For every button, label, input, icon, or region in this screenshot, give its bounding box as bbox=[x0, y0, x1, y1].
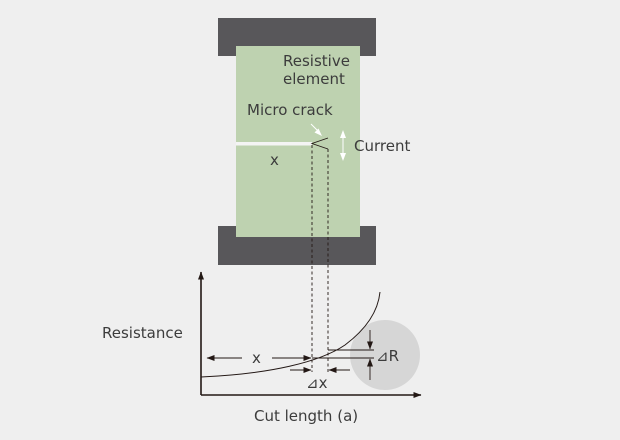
resistance-curve bbox=[200, 291, 381, 378]
delta-x-label: ⊿x bbox=[306, 374, 328, 392]
resistor-element-group: Resistive element Micro crack Current x bbox=[218, 18, 410, 372]
delta-r-label: ⊿R bbox=[376, 347, 399, 365]
x-axis-label: Cut length (a) bbox=[254, 407, 358, 425]
current-label: Current bbox=[354, 137, 410, 155]
micro-crack-label: Micro crack bbox=[247, 101, 333, 119]
cut-line bbox=[236, 142, 312, 146]
resistive-element-label-line2: element bbox=[283, 70, 345, 88]
resistive-element-label-line1: Resistive bbox=[283, 52, 350, 70]
delta-r-highlight-circle bbox=[350, 320, 420, 390]
resistive-element bbox=[236, 46, 360, 237]
current-arrow bbox=[340, 130, 346, 161]
x-span-label: x bbox=[252, 349, 261, 367]
resistance-graph: Resistance Cut length (a) x ⊿x ⊿R bbox=[102, 271, 422, 425]
y-axis-label: Resistance bbox=[102, 324, 183, 342]
micro-crack-wedge bbox=[310, 137, 329, 150]
crack-pointer-arrow bbox=[310, 123, 322, 136]
cut-length-x-label: x bbox=[270, 151, 279, 169]
